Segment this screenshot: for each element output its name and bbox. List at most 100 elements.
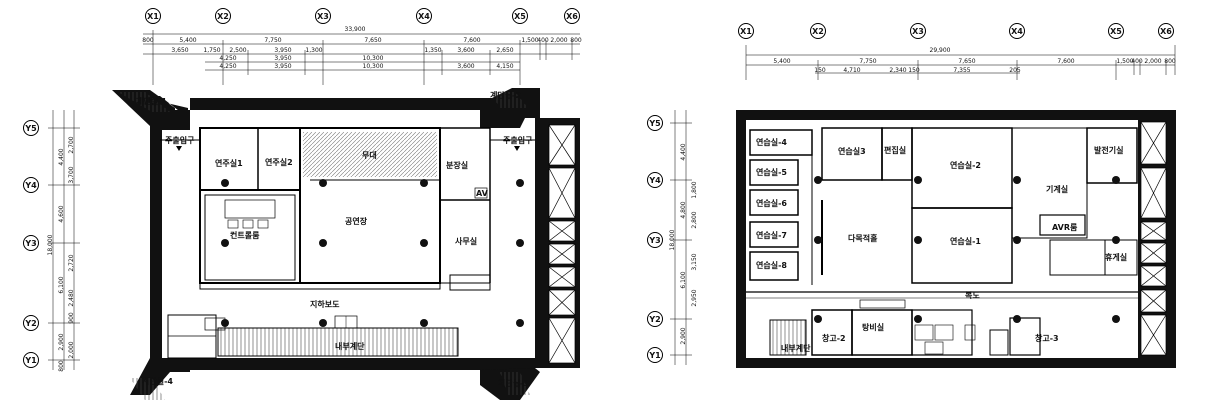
svg-text:7,650: 7,650 [958, 58, 975, 65]
left-room-labels: 계단실-1 계단실-2 계단실-4 계단실-3 주출입구 주출입구 연주실1 연… [136, 90, 533, 388]
dim-label: 2,500 [229, 47, 246, 54]
dim-label: 3,600 [457, 63, 474, 70]
svg-text:205: 205 [1009, 67, 1021, 74]
svg-text:150: 150 [814, 67, 826, 74]
dim-label: 3,600 [457, 47, 474, 54]
room-label-prac4: 연습실-4 [756, 137, 787, 147]
svg-text:7,600: 7,600 [1057, 58, 1074, 65]
grid-bubble-y1: Y1 [23, 352, 39, 368]
svg-text:2,700: 2,700 [68, 136, 75, 153]
dim-label: 4,250 [219, 63, 236, 70]
room-label-stair-sw: 계단실-4 [142, 376, 173, 386]
grid-bubble-y4: Y4 [647, 172, 663, 188]
grid-bubble-x1: X1 [145, 8, 161, 24]
room-label-practice2: 연주실2 [265, 157, 293, 167]
dim-label: 10,300 [363, 55, 384, 62]
grid-bubble-x2: X2 [810, 23, 826, 39]
grid-bubble-x3: X3 [910, 23, 926, 39]
grid-bubble-y4: Y4 [23, 177, 39, 193]
dim-label: 1,750 [203, 47, 220, 54]
right-plan: X1 X2 X3 X4 X5 X6 29,900 5,400 7,750 7,6… [647, 23, 1176, 368]
svg-text:4,400: 4,400 [680, 143, 687, 160]
grid-bubble-y1: Y1 [647, 347, 663, 363]
grid-bubble-x1: X1 [738, 23, 754, 39]
grid-label: X6 [566, 12, 578, 21]
dim-label: 7,600 [463, 37, 480, 44]
dim-label: 10,300 [363, 63, 384, 70]
right-dimensions-side [670, 110, 692, 365]
left-outer-walls [110, 88, 580, 400]
grid-bubble-y3: Y3 [647, 232, 663, 248]
room-label-storage3: 창고-3 [1035, 333, 1059, 343]
room-label-kitchen: 탕비실 [862, 322, 884, 332]
grid-bubble-y5: Y5 [23, 120, 39, 136]
grid-bubble-x3: X3 [315, 8, 331, 24]
svg-text:Y2: Y2 [648, 315, 660, 324]
svg-text:400: 400 [1131, 58, 1143, 65]
grid-label: X5 [514, 12, 526, 21]
svg-text:X5: X5 [1110, 27, 1122, 36]
total-dim: 33,900 [345, 26, 366, 33]
svg-text:800: 800 [58, 360, 65, 372]
room-label-office: 사무실 [455, 236, 477, 246]
svg-text:900: 900 [68, 312, 75, 324]
room-label-corridor: 복도 [965, 290, 980, 300]
left-plan: X1 X2 X3 X4 X5 X6 33,900 [23, 8, 582, 400]
room-label-stair-se: 계단실-3 [498, 378, 529, 388]
right-grid-y: Y5 Y4 Y3 Y2 Y1 [647, 115, 663, 363]
room-label-storage2: 창고-2 [822, 333, 846, 343]
room-label-prac1: 연습실-1 [950, 236, 981, 246]
svg-text:X4: X4 [1011, 27, 1023, 36]
svg-text:X1: X1 [740, 27, 752, 36]
dim-label: 1,350 [424, 47, 441, 54]
room-label-stair-ne: 계단실-2 [490, 90, 521, 100]
room-label-control: 컨트롤룸 [230, 230, 260, 240]
right-dims-row2: 150 4,710 2,340 150 7,355 205 [814, 67, 1021, 74]
left-dims-row3: 4,250 3,950 10,300 [219, 55, 383, 62]
grid-bubble-x6: X6 [564, 8, 580, 24]
room-label-inner-stair: 내부계단 [335, 341, 365, 351]
dim-label: 4,150 [496, 63, 513, 70]
dim-label: 2,650 [496, 47, 513, 54]
dim-label: 800 [570, 37, 582, 44]
dim-label: 3,950 [274, 63, 291, 70]
grid-bubble-x4: X4 [416, 8, 432, 24]
left-grid-x: X1 X2 X3 X4 X5 X6 [145, 8, 580, 24]
svg-text:1,500: 1,500 [1116, 58, 1133, 65]
dim-label: 3,650 [171, 47, 188, 54]
left-stair-hatches [118, 92, 530, 400]
svg-text:Y5: Y5 [24, 124, 37, 133]
room-label-entrance-e: 주출입구 [503, 135, 533, 145]
svg-text:1,800: 1,800 [691, 181, 698, 198]
svg-text:2,900: 2,900 [58, 333, 65, 350]
dim-label: 3,950 [274, 47, 291, 54]
grid-bubble-y2: Y2 [647, 311, 663, 327]
total-dim: 29,900 [930, 47, 951, 54]
svg-text:2,340: 2,340 [889, 67, 906, 74]
left-dims-row1: 5,400 7,750 7,650 7,600 1,500 400 2,000 … [142, 37, 582, 44]
grid-bubble-y3: Y3 [23, 235, 39, 251]
svg-text:2,900: 2,900 [680, 327, 687, 344]
svg-text:2,480: 2,480 [68, 289, 75, 306]
svg-text:18,000: 18,000 [669, 229, 676, 250]
right-dims-vertical: 4,400 4,800 1,800 2,800 18,000 3,150 6,1… [669, 143, 698, 344]
grid-bubble-y5: Y5 [647, 115, 663, 131]
grid-label: X4 [418, 12, 430, 21]
grid-bubble-x4: X4 [1009, 23, 1025, 39]
svg-text:Y3: Y3 [648, 236, 660, 245]
room-label-multi: 다목적홀 [848, 233, 878, 243]
svg-text:5,400: 5,400 [773, 58, 790, 65]
svg-text:Y5: Y5 [648, 119, 661, 128]
room-label-powder: 분장실 [446, 160, 468, 170]
svg-text:Y2: Y2 [24, 319, 36, 328]
room-label-inner-stair: 내부계단 [781, 343, 811, 353]
left-dims-row4: 4,250 3,950 10,300 3,600 4,150 [219, 63, 513, 70]
svg-text:Y1: Y1 [648, 351, 661, 360]
svg-text:800: 800 [1164, 58, 1176, 65]
svg-text:4,600: 4,600 [58, 205, 65, 222]
entrance-arrows [176, 146, 520, 151]
svg-text:Y3: Y3 [24, 239, 36, 248]
svg-text:6,100: 6,100 [58, 276, 65, 293]
svg-text:Y1: Y1 [24, 356, 37, 365]
right-columns [814, 176, 1120, 323]
